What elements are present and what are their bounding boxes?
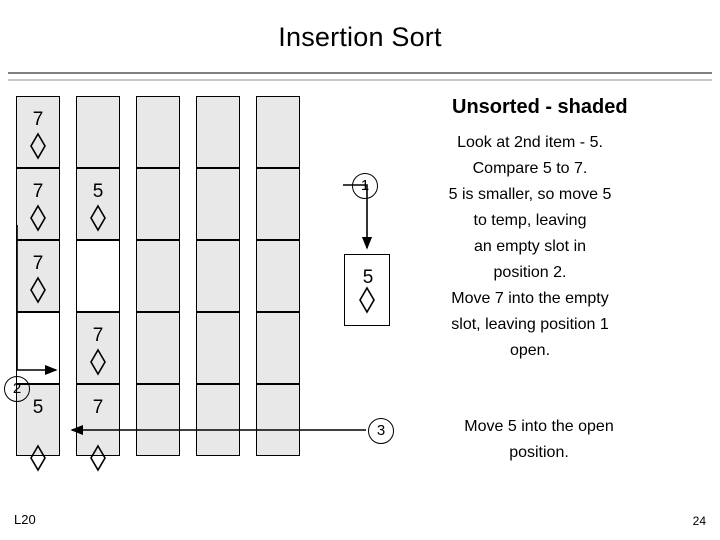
array-cell (16, 96, 60, 168)
array-cell (16, 240, 60, 312)
array-cell (256, 96, 300, 168)
title-divider (8, 72, 712, 81)
array-cell-empty (76, 240, 120, 312)
step-marker-1: 1 (352, 173, 378, 199)
cell-value: 7 (92, 325, 104, 346)
cell-value: 7 (32, 109, 44, 130)
slide-code: L20 (14, 512, 36, 527)
array-cell (256, 168, 300, 240)
array-cell (136, 312, 180, 384)
array-cell (196, 168, 240, 240)
array-cell (136, 384, 180, 456)
array-cell (136, 168, 180, 240)
cell-value: 7 (32, 253, 44, 274)
array-cell (136, 96, 180, 168)
explanation-text-1: Look at 2nd item - 5. Compare 5 to 7. 5 … (448, 134, 612, 359)
cell-value: 5 (32, 397, 44, 418)
temp-box-value: 5 (362, 267, 374, 288)
cell-value: 7 (92, 397, 104, 418)
page-title: Insertion Sort (278, 22, 442, 52)
array-cell (76, 384, 120, 456)
array-cell-empty (16, 312, 60, 384)
array-cell (196, 240, 240, 312)
cell-value: 5 (92, 181, 104, 202)
step-marker-3: 3 (368, 418, 394, 444)
array-cell (76, 168, 120, 240)
array-cell (196, 384, 240, 456)
cell-value: 7 (32, 181, 44, 202)
array-cell (256, 312, 300, 384)
slide-number: 24 (692, 514, 706, 528)
explanation-text-2: Move 5 into the open position. (464, 418, 614, 461)
array-cell (256, 384, 300, 456)
array-cell (76, 96, 120, 168)
array-cell (76, 312, 120, 384)
array-cell (136, 240, 180, 312)
array-cell (196, 312, 240, 384)
array-cell (16, 168, 60, 240)
unsorted-legend: Unsorted - shaded (452, 96, 628, 118)
step-marker-2: 2 (4, 376, 30, 402)
array-cell (256, 240, 300, 312)
array-cell (196, 96, 240, 168)
